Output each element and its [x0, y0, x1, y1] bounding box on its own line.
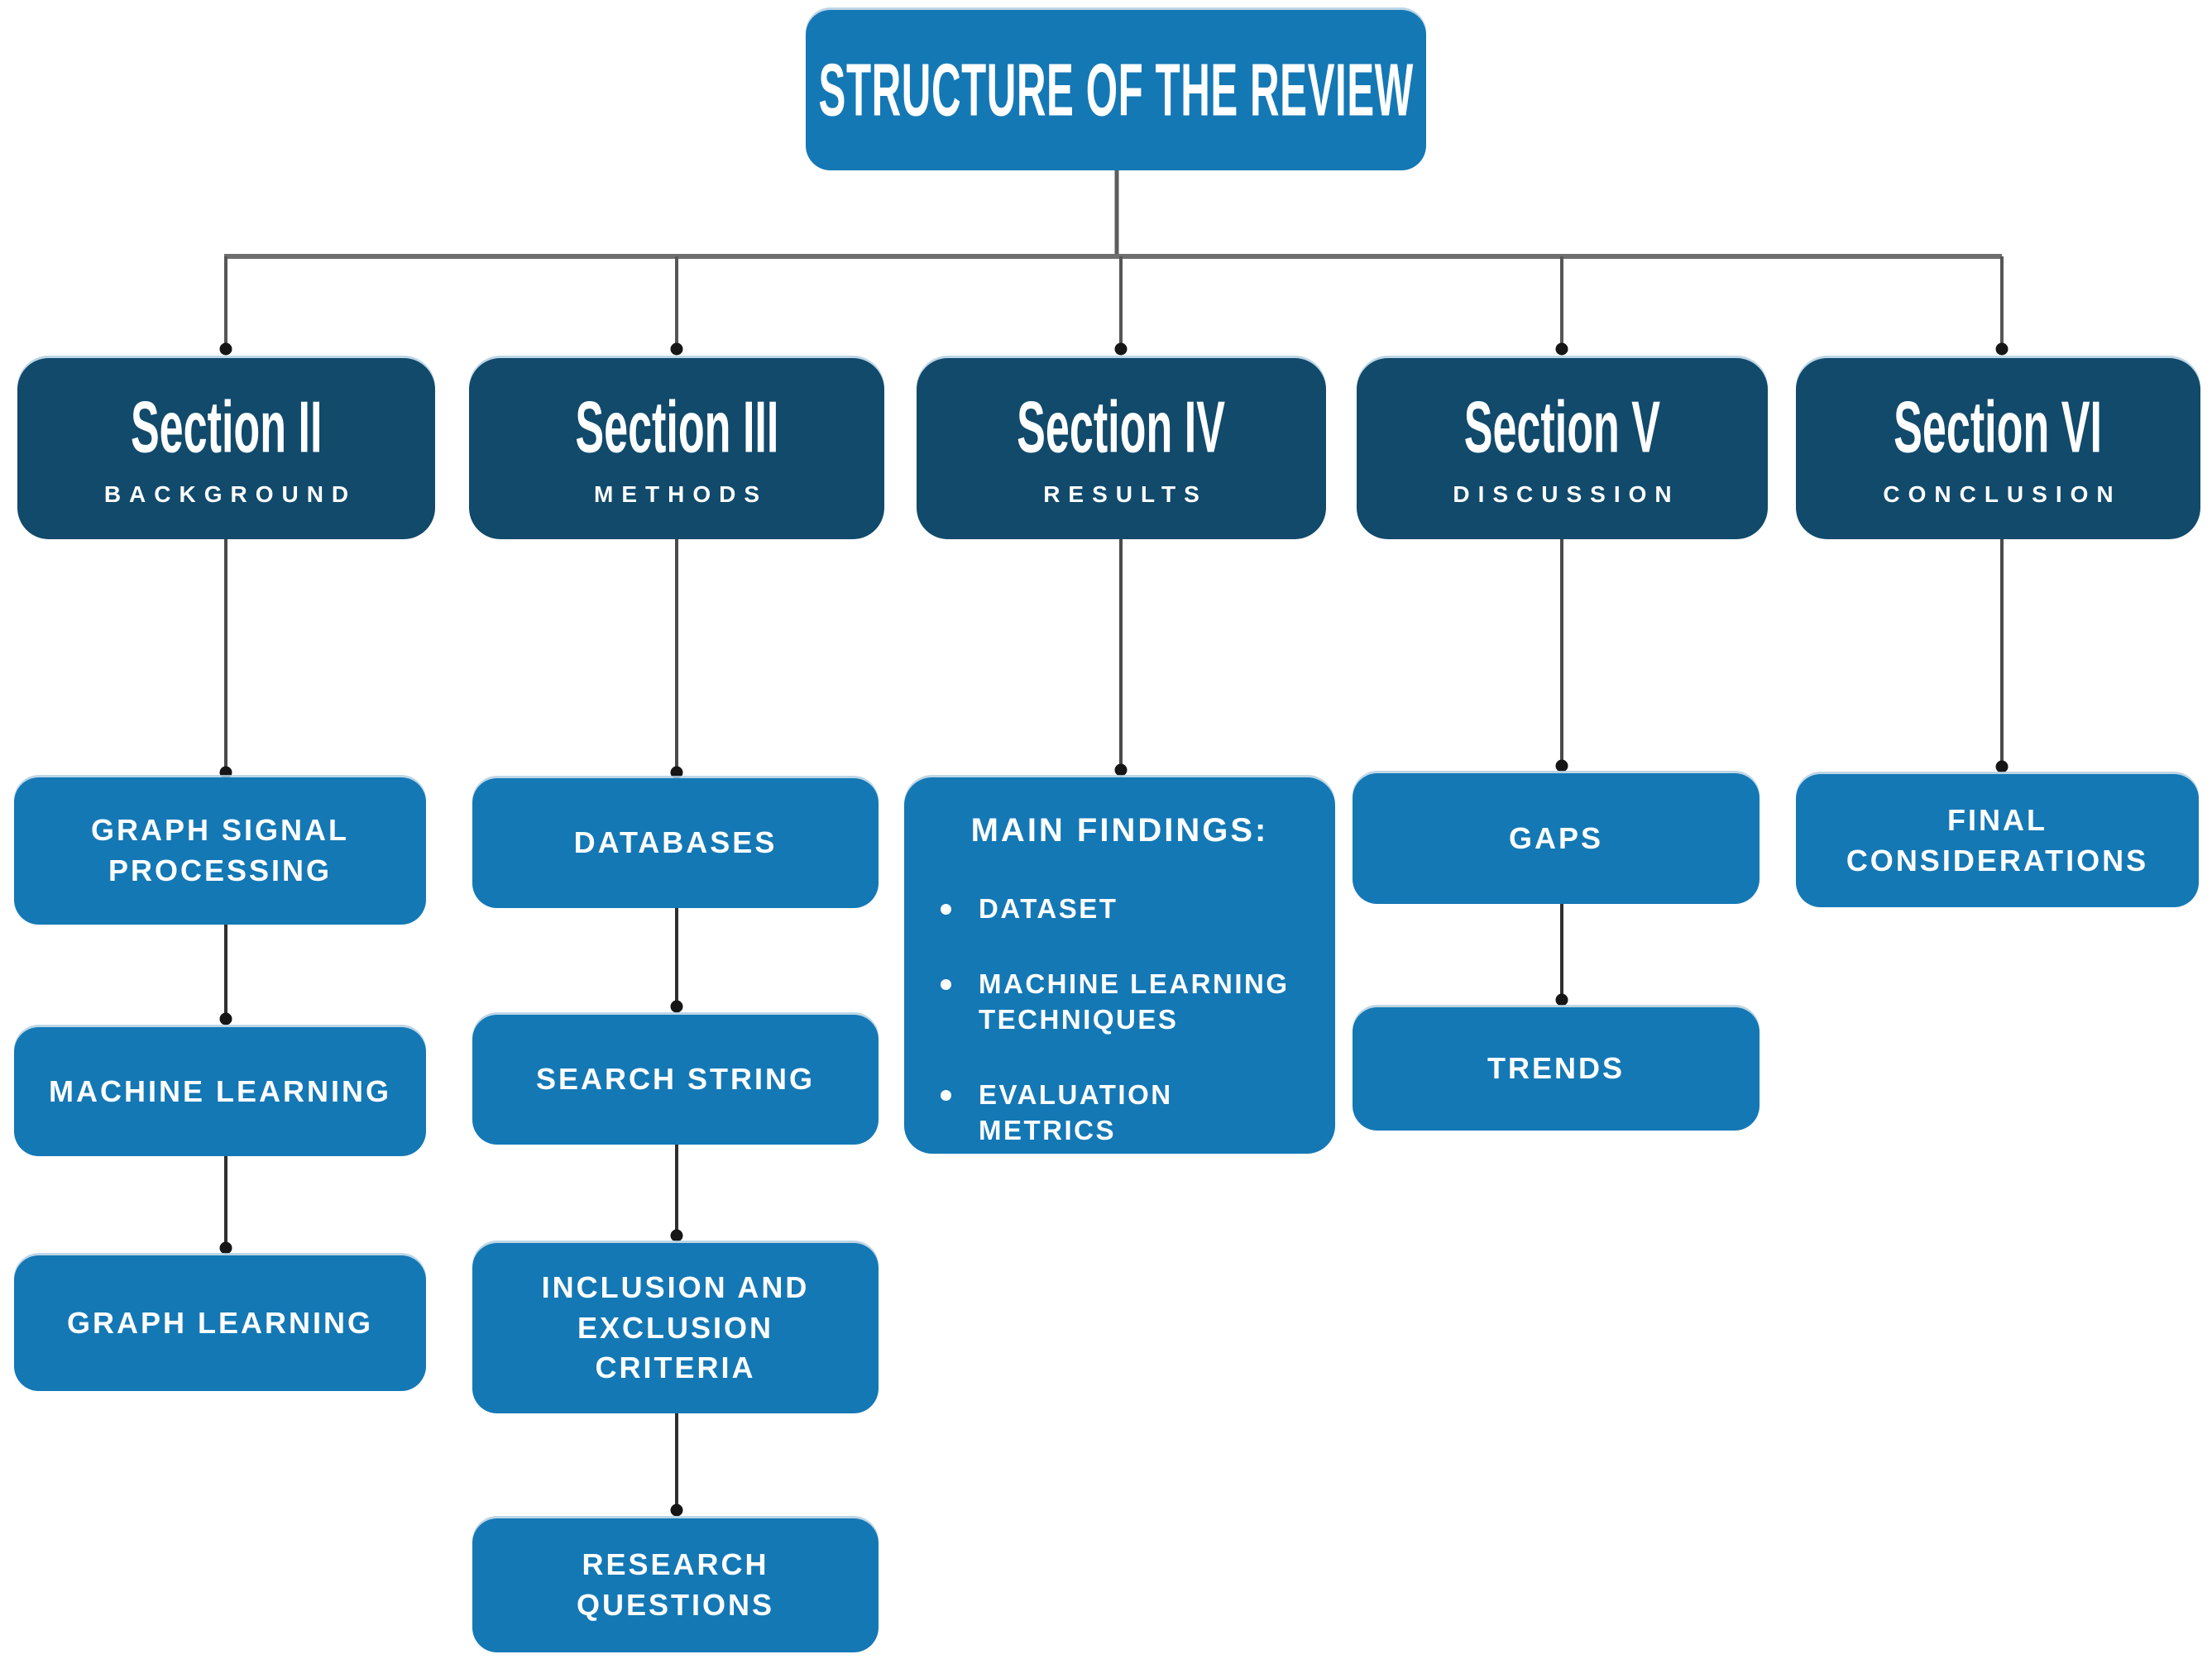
node-research-questions: RESEARCH QUESTIONS — [472, 1518, 879, 1652]
diagram-title: STRUCTURE OF THE REVIEW — [818, 48, 1414, 131]
node-label: RESEARCH QUESTIONS — [576, 1547, 775, 1622]
section-v-box: Section V DISCUSSION — [1357, 358, 1768, 539]
finding-dataset: DATASET — [927, 892, 1312, 927]
section-ii-label: Section II — [130, 385, 323, 467]
rail-drop-lines — [224, 256, 2004, 346]
node-label: DATABASES — [573, 825, 778, 860]
node-main-findings: MAIN FINDINGS: DATASET MACHINE LEARNING … — [904, 777, 1335, 1154]
node-gaps: GAPS — [1353, 773, 1760, 904]
arrow-dots-chains — [219, 993, 1568, 1517]
section-ii-box: Section II BACKGROUND — [17, 358, 435, 539]
node-final-considerations: FINAL CONSIDERATIONS — [1796, 774, 2199, 907]
node-label: INCLUSION AND EXCLUSION CRITERIA — [541, 1270, 810, 1385]
section-iii-sublabel: METHODS — [594, 480, 768, 507]
node-label: SEARCH STRING — [535, 1062, 816, 1097]
node-label: TRENDS — [1487, 1051, 1625, 1086]
section-iv-sublabel: RESULTS — [1043, 480, 1208, 507]
section-vi-label: Section VI — [1894, 385, 2103, 467]
node-label: GRAPH SIGNAL PROCESSING — [90, 813, 349, 887]
section-iv-label: Section IV — [1017, 385, 1226, 467]
arrow-dots-row1 — [219, 342, 2009, 356]
node-search-string: SEARCH STRING — [472, 1015, 879, 1145]
section-vi-box: Section VI CONCLUSION — [1796, 358, 2200, 539]
section-v-label: Section V — [1463, 385, 1661, 467]
node-graph-signal-processing: GRAPH SIGNAL PROCESSING — [14, 777, 426, 925]
section-iii-label: Section III — [575, 385, 778, 467]
main-findings-list: DATASET MACHINE LEARNING TECHNIQUES EVAL… — [927, 892, 1312, 1188]
section-iii-box: Section III METHODS — [469, 358, 884, 539]
section-iv-box: Section IV RESULTS — [917, 358, 1326, 539]
main-findings-heading: MAIN FINDINGS: — [970, 812, 1269, 849]
node-label: GRAPH LEARNING — [66, 1305, 373, 1340]
chain-lines — [224, 904, 1563, 1507]
node-label: FINAL CONSIDERATIONS — [1846, 802, 2149, 877]
node-label: MACHINE LEARNING — [49, 1073, 391, 1108]
section-vi-sublabel: CONCLUSION — [1883, 480, 2122, 507]
section-v-sublabel: DISCUSSION — [1453, 480, 1680, 507]
node-machine-learning: MACHINE LEARNING — [14, 1027, 426, 1156]
node-databases: DATABASES — [472, 778, 879, 908]
section-child-lines — [224, 539, 2004, 769]
node-inclusion-exclusion-criteria: INCLUSION AND EXCLUSION CRITERIA — [472, 1243, 879, 1413]
section-ii-sublabel: BACKGROUND — [103, 480, 357, 507]
finding-evaluation-metrics: EVALUATION METRICS — [927, 1078, 1312, 1149]
node-graph-learning: GRAPH LEARNING — [14, 1255, 426, 1391]
finding-ml-techniques: MACHINE LEARNING TECHNIQUES — [927, 967, 1312, 1038]
arrow-dots-row2 — [219, 759, 2009, 779]
title-box: STRUCTURE OF THE REVIEW — [806, 10, 1426, 170]
node-trends: TRENDS — [1353, 1007, 1760, 1131]
node-label: GAPS — [1508, 820, 1604, 855]
